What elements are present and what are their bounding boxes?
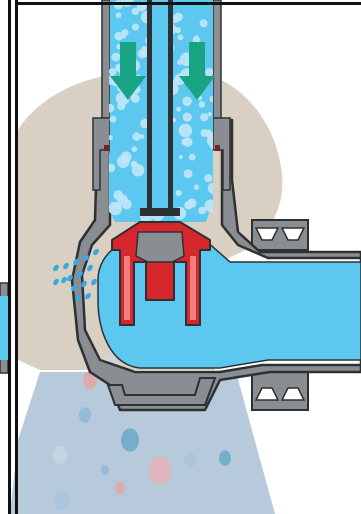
bubble [200,113,208,121]
bubble [131,161,138,168]
bubble [198,207,206,215]
bubble [179,155,183,159]
bubble [132,24,139,31]
bubble [116,12,122,18]
mist-particle [101,465,109,475]
mist-particle [79,407,91,423]
shaft [147,0,152,210]
mist-particle [149,456,171,485]
mist-particle [219,450,231,466]
shaft-core [152,0,168,210]
bubble [117,102,125,110]
bubble [181,139,188,146]
bubble [110,116,117,123]
bubble [208,112,212,116]
bubble [176,190,182,196]
bubble [179,124,193,138]
bubble [200,19,208,27]
bubble [182,97,192,107]
bubble [206,130,211,135]
bubble [183,113,192,122]
bubble [132,146,138,152]
shaft-coupling [140,208,180,216]
bubble [109,68,117,76]
bubble [199,101,205,107]
seal-mark-right [215,145,220,151]
bubble [184,169,193,178]
bubble [176,107,181,112]
bubble [194,185,199,190]
bubble [121,29,128,36]
bubble [204,174,212,182]
bubble [138,49,147,58]
left-pipe-liquid [0,296,8,360]
mist-particle [54,490,70,511]
bubble [132,132,140,140]
frame-left [8,0,11,514]
bubble [122,199,132,209]
bubble [117,155,130,168]
bubble [205,68,213,76]
frame-inner [15,0,18,514]
shaft [168,0,173,210]
seal-mark-left [104,145,109,151]
bubble [184,201,192,209]
bubble [111,53,120,62]
mist-particle [184,452,196,468]
mist-particle [121,428,139,451]
mist-particle [53,446,67,464]
mist-particle [115,482,125,495]
bubble [189,154,196,161]
frame-top [15,2,361,5]
bubble [132,8,140,16]
bubble [177,34,183,40]
